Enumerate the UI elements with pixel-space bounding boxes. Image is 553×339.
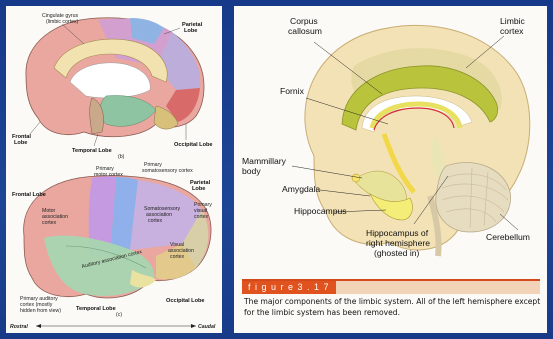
svg-text:cortex: cortex [500, 26, 524, 36]
svg-text:body: body [242, 166, 261, 176]
rostral-caudal-axis: Rostral Caudal [10, 324, 216, 330]
label-rostral: Rostral [10, 324, 28, 330]
svg-text:(ghosted in): (ghosted in) [374, 248, 420, 258]
svg-text:hidden from view): hidden from view) [20, 308, 61, 314]
svg-text:Lobe: Lobe [14, 140, 27, 146]
label-amygdala: Amygdala [282, 184, 320, 194]
limbic-system-diagram: Corpus callosum Limbic cortex Fornix Mam… [234, 6, 547, 276]
svg-text:cortex: cortex [42, 220, 57, 226]
lateral-brain-view: Primary motor cortex Primary somatosenso… [12, 162, 212, 318]
svg-text:callosum: callosum [288, 26, 322, 36]
figure-caption: The major components of the limbic syste… [244, 297, 542, 318]
svg-text:Lobe: Lobe [192, 186, 205, 192]
svg-text:cortex: cortex [170, 254, 185, 260]
label-hippocampus: Hippocampus [294, 206, 347, 216]
label-limbic-cortex: Limbic [500, 16, 526, 26]
svg-text:somatosensory cortex: somatosensory cortex [142, 168, 193, 174]
label-panel-b: (b) [118, 154, 125, 160]
label-panel-c: (c) [116, 312, 122, 318]
medial-brain-view: Cingulate gyrus (limbic cortex) Parietal… [12, 13, 213, 160]
svg-text:Lobe: Lobe [184, 28, 197, 34]
svg-text:cortex: cortex [148, 218, 163, 224]
label-mammillary-body: Mammillary [242, 156, 287, 166]
svg-text:cortex: cortex [194, 214, 209, 220]
figure-number: f i g u r e 3 . 1 7 [242, 281, 336, 294]
svg-text:motor cortex: motor cortex [94, 172, 123, 178]
label-caudal: Caudal [198, 324, 216, 330]
label-cerebellum: Cerebellum [486, 232, 530, 242]
label-temporal-top: Temporal Lobe [72, 148, 112, 154]
label-corpus-callosum: Corpus [290, 16, 318, 26]
figure-banner: f i g u r e 3 . 1 7 [242, 279, 540, 294]
left-figure-panel: Cingulate gyrus (limbic cortex) Parietal… [6, 6, 222, 333]
label-occipital-top: Occipital Lobe [174, 142, 213, 148]
label-occipital-bottom: Occipital Lobe [166, 298, 205, 304]
label-temporal-bottom: Temporal Lobe [76, 306, 116, 312]
label-hippocampus-right: Hippocampus of [366, 228, 429, 238]
label-fornix: Fornix [280, 86, 305, 96]
brain-lobes-diagram: Cingulate gyrus (limbic cortex) Parietal… [6, 6, 222, 333]
svg-text:right hemisphere: right hemisphere [366, 238, 430, 248]
label-cingulate-sub: (limbic cortex) [46, 19, 79, 25]
label-frontal-bottom: Frontal Lobe [12, 192, 46, 198]
right-figure-panel: Corpus callosum Limbic cortex Fornix Mam… [234, 6, 547, 333]
